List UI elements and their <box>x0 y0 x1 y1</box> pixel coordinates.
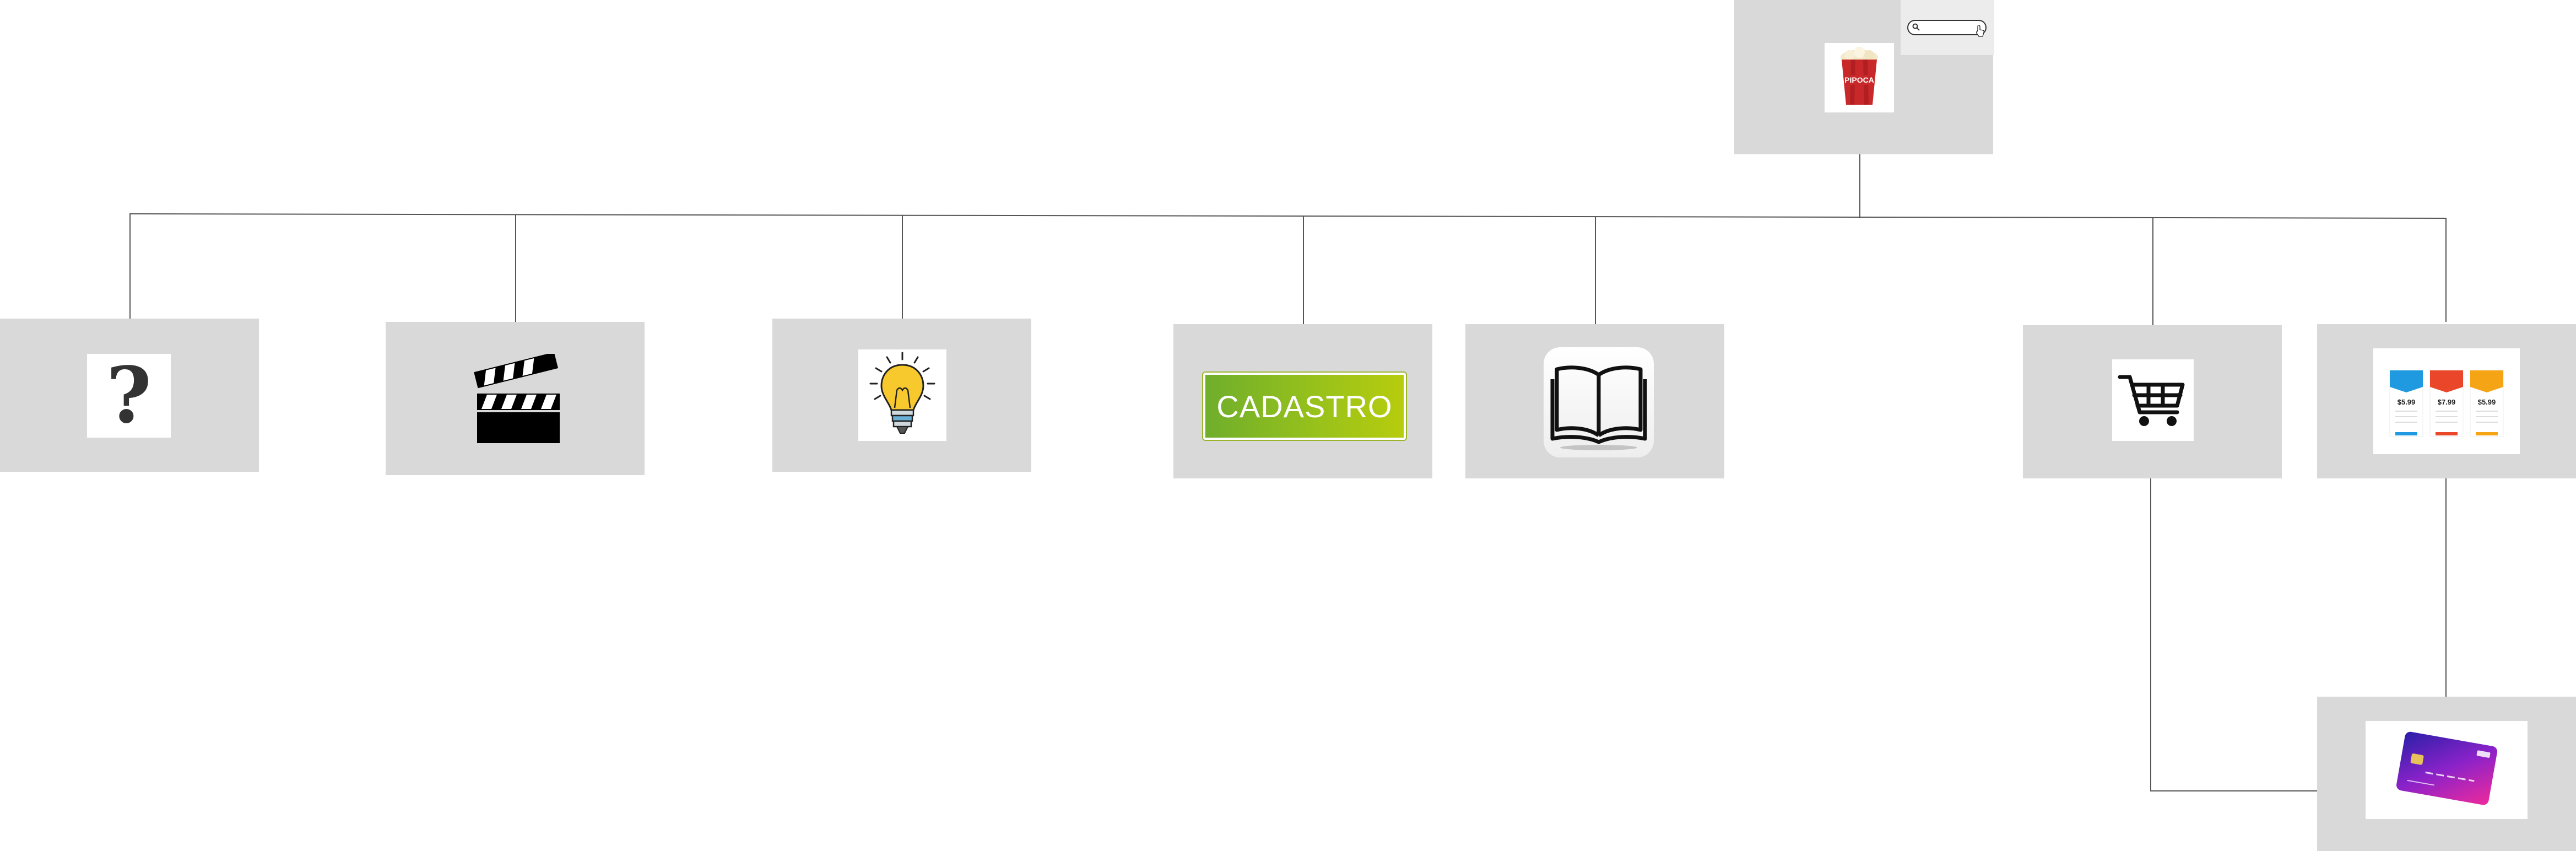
search-icon <box>1912 23 1920 31</box>
credit-card-icon <box>2396 731 2498 805</box>
question-mark-icon: ? <box>106 354 152 438</box>
ideas-node[interactable] <box>772 319 1031 472</box>
movies-node[interactable] <box>386 322 645 475</box>
payment-thumbnail <box>2366 721 2528 819</box>
catalog-thumbnail <box>1544 347 1654 457</box>
open-book-icon <box>1550 365 1647 450</box>
ideas-thumbnail <box>858 349 946 441</box>
plan-price-1: $5.99 <box>2398 398 2416 406</box>
catalog-node[interactable] <box>1465 324 1724 478</box>
help-thumbnail: ? <box>87 354 171 438</box>
search-input[interactable] <box>1907 20 1987 37</box>
movies-thumbnail <box>467 354 561 445</box>
cart-thumbnail <box>2112 359 2194 441</box>
register-button-label: CADASTRO <box>1216 389 1393 424</box>
search-widget[interactable] <box>1901 0 1994 55</box>
shopping-cart-icon <box>2118 375 2185 426</box>
register-button-icon[interactable]: CADASTRO <box>1203 373 1406 440</box>
clapperboard-icon <box>474 354 560 443</box>
cursor-icon <box>1976 25 1984 37</box>
popcorn-icon: PIPOCA <box>1841 47 1878 105</box>
plan-price-3: $5.99 <box>2478 398 2496 406</box>
plan-price-2: $7.99 <box>2438 398 2456 406</box>
payment-node[interactable] <box>2317 697 2576 851</box>
popcorn-logo-text: PIPOCA <box>1844 76 1874 84</box>
lightbulb-icon <box>869 352 935 434</box>
plans-thumbnail: $5.99 $7.99 $5.99 <box>2373 348 2520 454</box>
help-node[interactable]: ? <box>0 319 259 472</box>
plans-node[interactable]: $5.99 $7.99 $5.99 <box>2317 324 2576 478</box>
cart-node[interactable] <box>2023 325 2282 478</box>
pricing-table-icon: $5.99 $7.99 $5.99 <box>2389 370 2504 437</box>
register-node[interactable]: CADASTRO <box>1173 324 1432 478</box>
popcorn-thumbnail: PIPOCA <box>1825 43 1894 112</box>
